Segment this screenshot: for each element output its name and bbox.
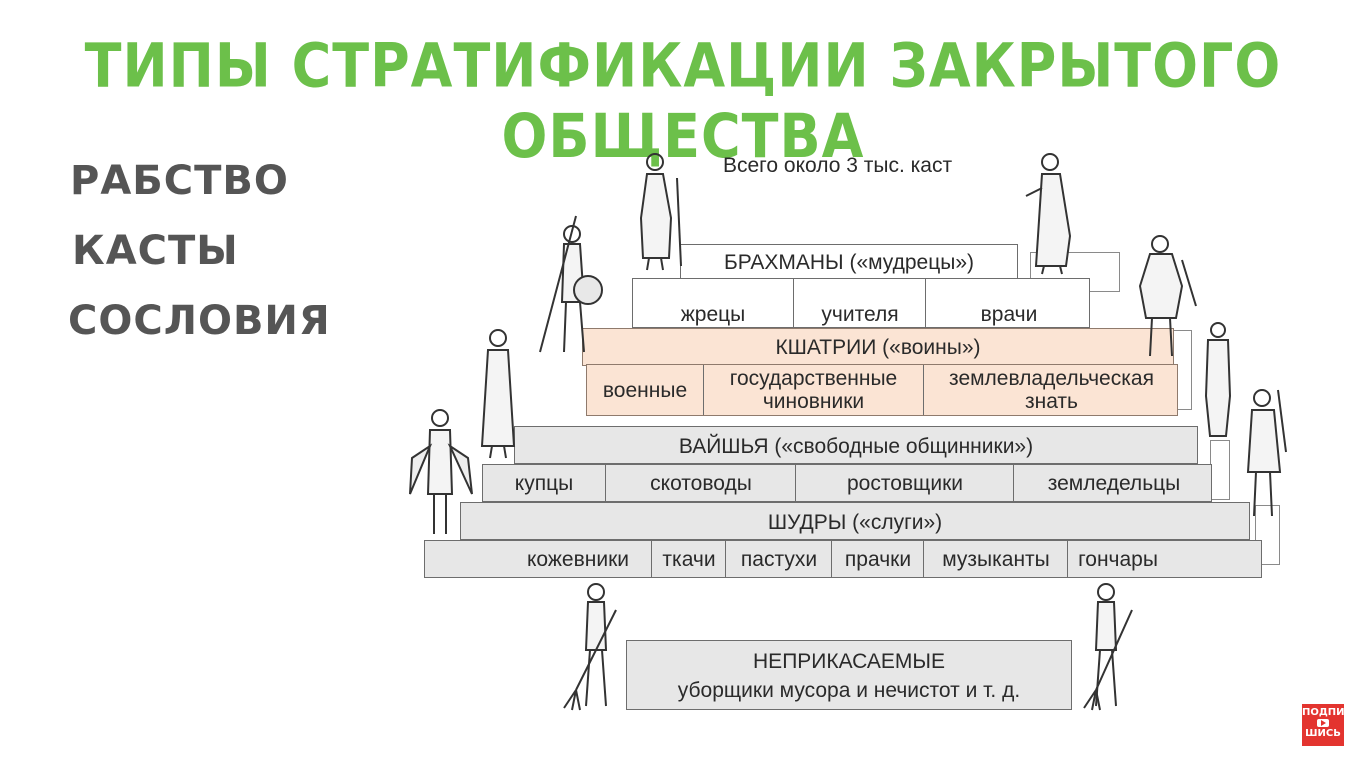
brahmins-item: учителя [793,279,926,327]
vaishyas-item: ростовщики [795,465,1014,501]
merchant-figure-right [1204,322,1232,437]
kshatriyas-item: государственные чиновники [703,365,923,415]
priest-figure-left [639,153,682,271]
kshatriyas-item: землевладельческая знать [923,365,1179,415]
untouchables-box: НЕПРИКАСАЕМЫЕ уборщики мусора и нечистот… [626,640,1072,710]
servant-figure-left [409,409,473,534]
brahmins-row: жрецы учителя врачи [632,278,1090,328]
subscribe-badge[interactable]: ПОДПИ ШИСЬ [1302,704,1345,746]
shudras-item: ткачи [651,541,726,577]
type-estates: СОСЛОВИЯ [68,298,331,344]
play-icon [1317,719,1329,727]
shudras-item: гончары [1067,541,1168,577]
shudras-item: пастухи [725,541,832,577]
vaishyas-title: ВАЙШЬЯ («свободные общинники») [678,435,1034,458]
type-slavery: РАБСТВО [70,158,289,204]
shudras-item: прачки [831,541,924,577]
vaishyas-item: купцы [514,471,574,495]
untouchables-subtitle: уборщики мусора и нечистот и т. д. [677,679,1021,702]
kshatriyas-title: КШАТРИИ («воины») [775,336,981,359]
vaishyas-row: купцы скотоводы ростовщики земледельцы [482,464,1212,502]
shudras-item: кожевники [527,547,629,571]
priest-figure-right [1025,153,1072,275]
page-title: ТИПЫ СТРАТИФИКАЦИИ ЗАКРЫТОГО ОБЩЕСТВА [84,30,1282,172]
warrior-figure-left [539,215,603,353]
merchant-figure-left [480,329,516,459]
untouchables-title: НЕПРИКАСАЕМЫЕ [753,650,945,673]
sweeper-figure-left [563,583,617,711]
kshatriyas-row: военные государственные чиновники землев… [586,364,1178,416]
warrior-figure-right [1138,235,1197,357]
subscribe-line1: ПОДПИ [1302,707,1345,718]
brahmins-item: врачи [925,279,1092,327]
shudras-row: кожевники ткачи пастухи прачки музыканты… [424,540,1262,578]
brahmins-header: БРАХМАНЫ («мудрецы») [680,244,1018,280]
vaishyas-item: скотоводы [605,465,796,501]
subscribe-line2: ШИСЬ [1305,728,1341,739]
brahmins-item: жрецы [680,302,746,326]
vaishyas-item: земледельцы [1013,465,1214,501]
shudras-title: ШУДРЫ («слуги») [767,511,943,534]
servant-figure-right [1246,389,1287,517]
shudras-item: музыканты [923,541,1068,577]
kshatriyas-item: военные [602,378,688,402]
sweeper-figure-right [1083,583,1133,711]
kshatriyas-header: КШАТРИИ («воины») [582,328,1174,366]
shudras-header: ШУДРЫ («слуги») [460,502,1250,540]
caste-count-caption: Всего около 3 тыс. каст [723,154,953,177]
vaishyas-header: ВАЙШЬЯ («свободные общинники») [514,426,1198,464]
brahmins-title: БРАХМАНЫ («мудрецы») [723,251,975,274]
type-castes: КАСТЫ [72,228,239,274]
